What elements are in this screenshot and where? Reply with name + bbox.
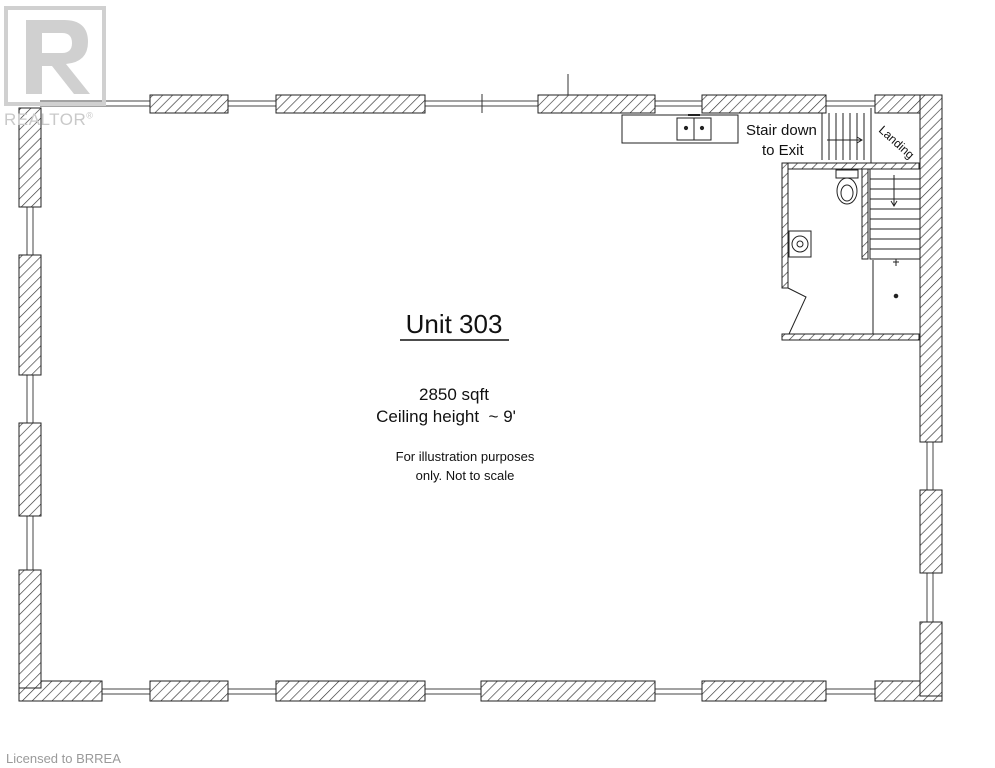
registered-mark: ® <box>86 110 94 121</box>
toilet-icon <box>835 169 859 205</box>
stair-label-line1: Stair down <box>746 122 817 139</box>
unit-title: Unit 303 <box>406 309 503 339</box>
realtor-watermark-text: REALTOR <box>4 110 87 129</box>
window-ticks <box>481 74 569 113</box>
walls <box>18 94 943 702</box>
stair-label-line2: to Exit <box>762 142 805 159</box>
closet <box>872 259 899 334</box>
realtor-r-logo-icon <box>4 6 106 106</box>
secondary-stair <box>869 168 921 260</box>
area-label: 2850 sqft <box>419 385 489 404</box>
windows <box>26 100 934 695</box>
stair-arrow-icon <box>827 136 863 144</box>
license-footer: Licensed to BRREA <box>6 751 121 766</box>
washroom-sink-icon <box>788 230 812 258</box>
stair-down-to-exit <box>821 108 872 163</box>
realtor-watermark: REALTOR® <box>4 110 93 130</box>
note-line2: only. Not to scale <box>416 468 515 483</box>
washroom-door <box>787 287 807 335</box>
kitchen-counter <box>621 114 739 144</box>
landing-label: Landing <box>876 123 917 162</box>
note-line1: For illustration purposes <box>396 449 535 464</box>
ceiling-label: Ceiling height ~ 9' <box>376 407 516 426</box>
